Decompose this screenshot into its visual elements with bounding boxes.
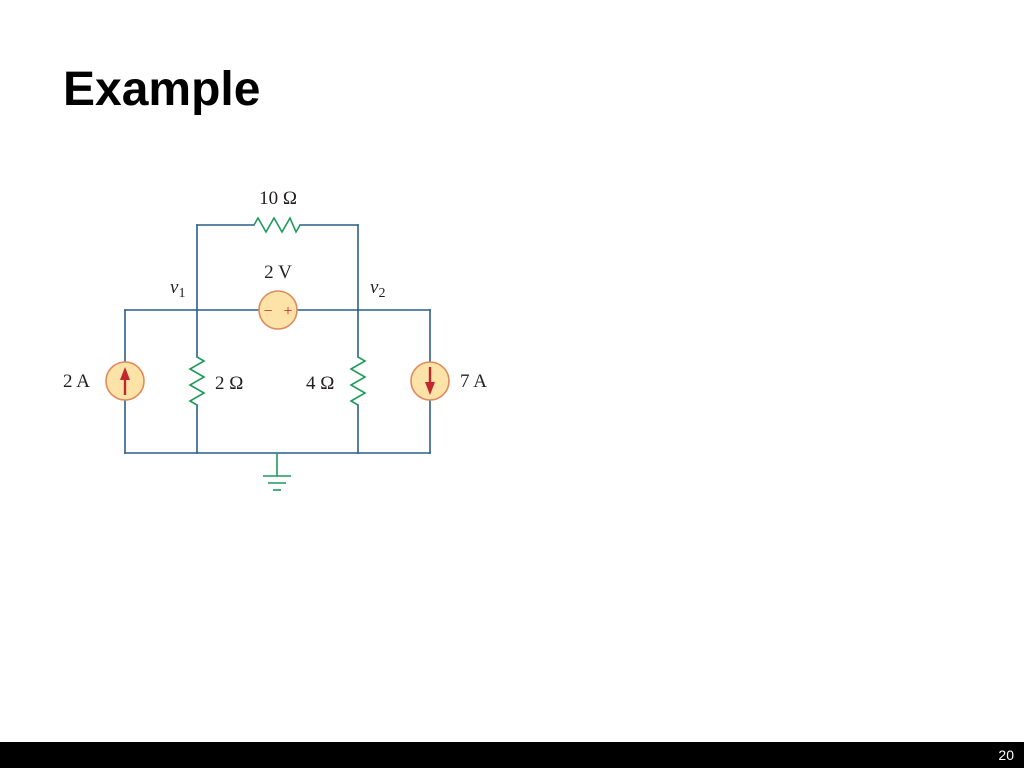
label-current-source-7a: 7 A [460,371,487,392]
voltage-source-minus: − [263,303,272,320]
resistor-10-ohm [253,216,301,234]
current-source-2a [105,361,145,401]
label-node-v1-letter: v [170,277,179,298]
arrow-up-icon [120,367,130,395]
voltage-source-plus: + [283,303,292,320]
ground-icon [263,453,291,491]
label-resistor-4-ohm: 4 Ω [306,373,334,394]
label-node-v2: v2 [370,277,385,301]
resistor-2-ohm [188,356,206,406]
label-node-v1: v1 [170,277,185,301]
label-node-v2-subscript: 2 [378,286,385,301]
label-current-source-2a: 2 A [63,371,90,392]
slide-title: Example [63,63,261,116]
label-resistor-10-ohm: 10 Ω [259,188,297,209]
voltage-source-circle [258,290,298,330]
label-node-v2-letter: v [370,277,379,298]
label-node-v1-subscript: 1 [178,286,185,301]
page-number: 20 [998,747,1014,763]
voltage-source-2v: − + [258,290,298,330]
arrow-down-icon [425,367,435,395]
wires [124,224,431,454]
current-source-7a [410,361,450,401]
label-voltage-source: 2 V [264,262,292,283]
resistor-4-ohm [349,356,367,406]
footer-bar: 20 [0,742,1024,768]
label-resistor-2-ohm: 2 Ω [215,373,243,394]
